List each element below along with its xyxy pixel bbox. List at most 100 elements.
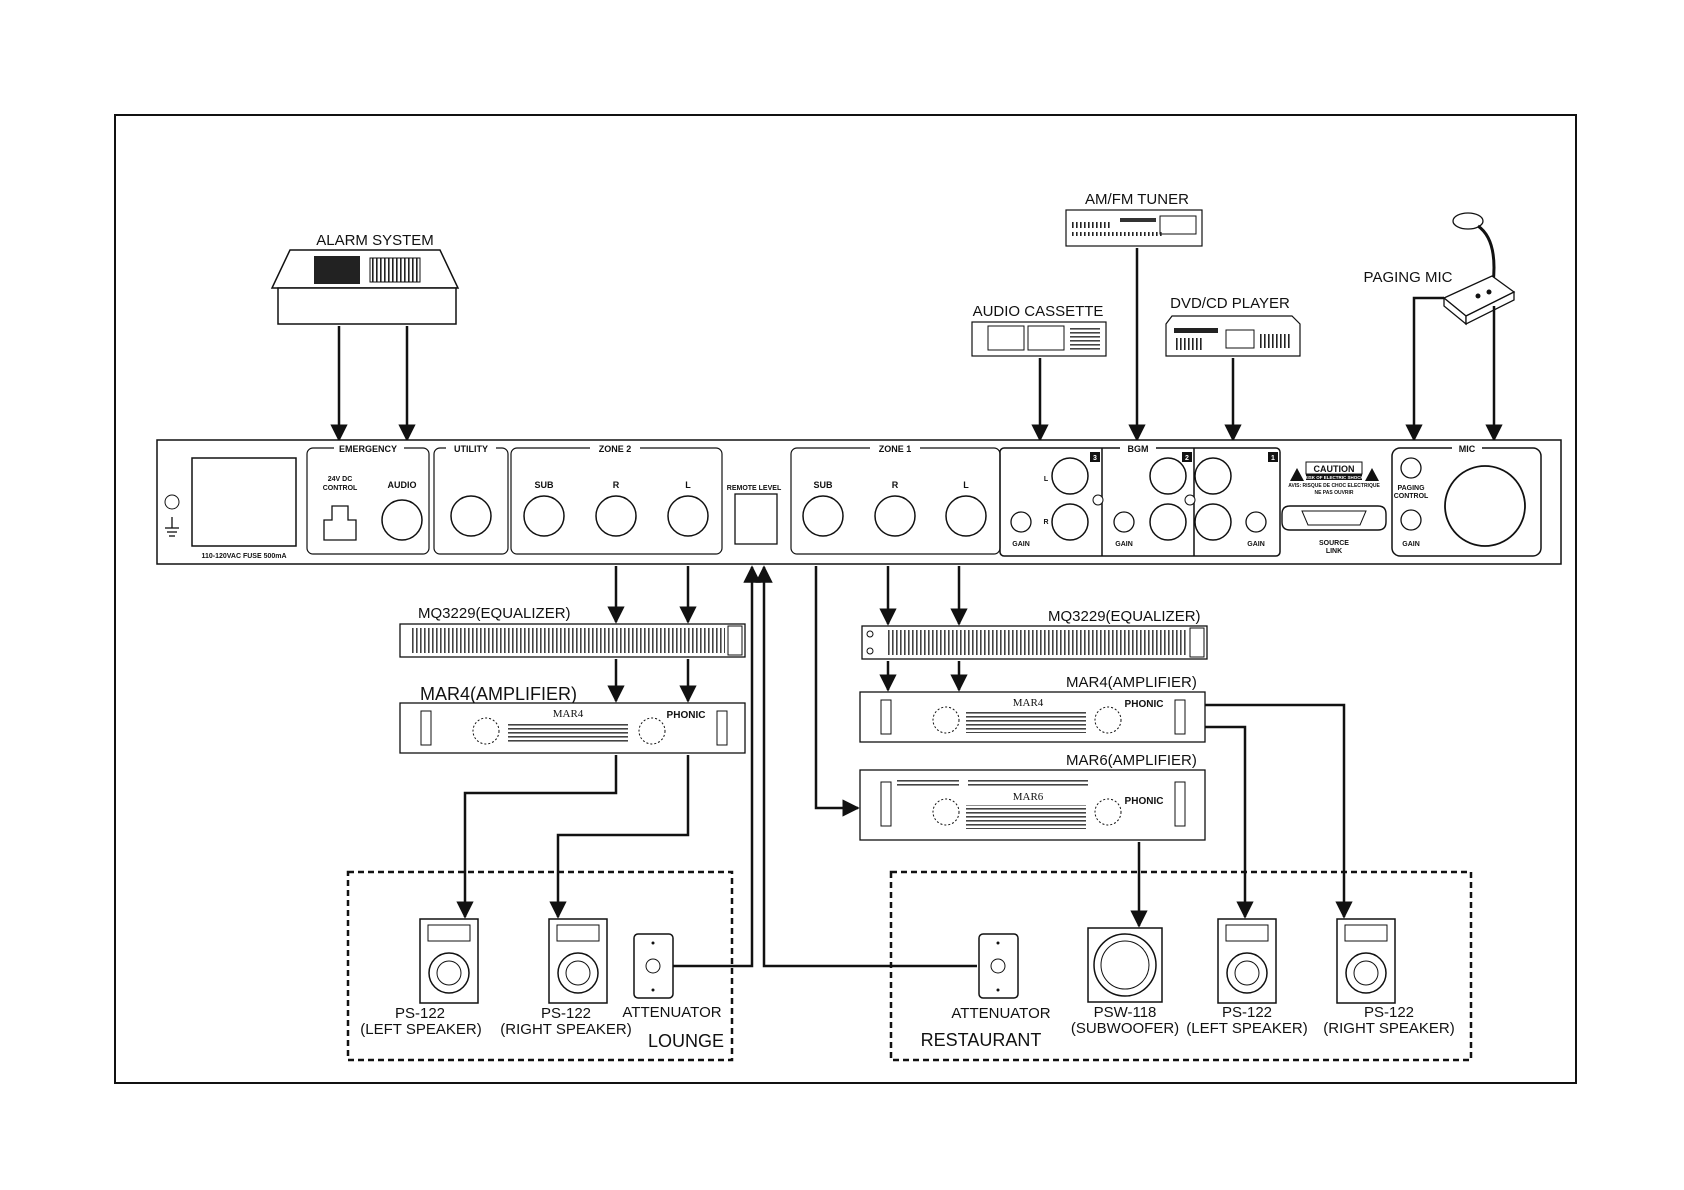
restaurant-right-speaker-model: PS-122 xyxy=(1364,1004,1414,1021)
restaurant-left-speaker-role: (LEFT SPEAKER) xyxy=(1186,1020,1307,1037)
mic-gain-label: GAIN xyxy=(1402,541,1420,548)
utility-jack[interactable] xyxy=(450,495,492,537)
mixer-rear-panel: 110-120VAC FUSE 500mA EMERGENCY 24V DC C… xyxy=(156,439,1562,565)
bgm-ch3-number: 3 xyxy=(1093,455,1097,462)
amp-left-brand: PHONIC xyxy=(667,710,706,721)
zone1-sub-jack[interactable] xyxy=(802,495,844,537)
paging-control-label-2: CONTROL xyxy=(1394,493,1429,500)
lounge-left-speaker-model: PS-122 xyxy=(395,1005,445,1022)
amp-left-face-label: MAR4 xyxy=(553,708,584,720)
caution-label: CAUTION xyxy=(1314,464,1355,474)
outer-frame xyxy=(114,114,1577,1084)
audio-cassette-label: AUDIO CASSETTE xyxy=(973,303,1104,320)
equalizer-right-label: MQ3229(EQUALIZER) xyxy=(1048,608,1201,625)
power-inlet[interactable] xyxy=(191,457,297,547)
restaurant-zone: RESTAURANT ATTENUATOR PSW-118 (SUBWOOFER… xyxy=(889,870,1473,1062)
lounge-left-speaker-role: (LEFT SPEAKER) xyxy=(360,1021,481,1038)
amp-right-mar6-label: MAR6(AMPLIFIER) xyxy=(1066,752,1197,769)
fuse-label: 110-120VAC FUSE 500mA xyxy=(201,553,286,560)
attenuator-knob-icon[interactable] xyxy=(645,958,661,974)
zone2-l-label: L xyxy=(685,480,691,490)
lounge-right-speaker: PS-122 (RIGHT SPEAKER) xyxy=(500,918,632,1038)
emergency-audio-label: AUDIO xyxy=(388,480,417,490)
amp-right-mar4-face-label: MAR4 xyxy=(1013,697,1044,709)
bgm-ch2-gain-label: GAIN xyxy=(1115,541,1133,548)
bgm-ch1-gain-knob[interactable] xyxy=(1245,511,1267,533)
warning-triangle-icon xyxy=(1290,468,1304,481)
source-link-label-2: LINK xyxy=(1326,548,1342,555)
amp-left: MAR4(AMPLIFIER) MAR4 PHONIC xyxy=(399,684,746,754)
zone1-sub-label: SUB xyxy=(813,480,833,490)
bgm-ch3-r-label: R xyxy=(1043,519,1048,526)
bgm-ch2-r-jack[interactable] xyxy=(1149,503,1187,541)
restaurant-sub-model: PSW-118 xyxy=(1094,1004,1157,1021)
bgm-ch2-number: 2 xyxy=(1185,455,1189,462)
dc-control-terminal[interactable] xyxy=(323,505,357,541)
ground-icon xyxy=(165,517,179,537)
lounge-right-speaker-role: (RIGHT SPEAKER) xyxy=(500,1021,631,1038)
alarm-system-label: ALARM SYSTEM xyxy=(316,232,434,249)
paging-control-terminal[interactable] xyxy=(1400,457,1422,479)
paging-control-label-1: PAGING xyxy=(1397,485,1425,492)
zone2-sub-jack[interactable] xyxy=(523,495,565,537)
bgm-ch1-number: 1 xyxy=(1271,455,1275,462)
caution-warning: CAUTION RISK OF ELECTRIC SHOCK AVIS: RIS… xyxy=(1288,461,1380,496)
restaurant-attenuator[interactable]: ATTENUATOR xyxy=(951,933,1051,1022)
source-link-label-1: SOURCE xyxy=(1319,540,1349,547)
dc-control-label-2: CONTROL xyxy=(323,485,358,492)
am-fm-tuner: AM/FM TUNER xyxy=(1065,191,1203,247)
bgm-ch3-gain-knob[interactable] xyxy=(1010,511,1032,533)
emergency-audio-jack[interactable] xyxy=(381,499,423,541)
zone1-r-jack[interactable] xyxy=(874,495,916,537)
restaurant-subwoofer: PSW-118 (SUBWOOFER) xyxy=(1071,927,1179,1037)
zone2-r-label: R xyxy=(613,480,620,490)
utility-label: UTILITY xyxy=(454,444,488,454)
mic-xlr-input[interactable] xyxy=(1444,465,1526,547)
bgm-ch3-gain-label: GAIN xyxy=(1012,541,1030,548)
bgm-ch3-l-jack[interactable] xyxy=(1051,457,1089,495)
remote-level-terminal[interactable] xyxy=(734,493,778,545)
zone2-l-jack[interactable] xyxy=(667,495,709,537)
source-link-connector[interactable] xyxy=(1281,505,1387,531)
dvd-cd-player-label: DVD/CD PLAYER xyxy=(1170,295,1290,312)
bgm-ch3-l-label: L xyxy=(1044,476,1049,483)
bgm-label: BGM xyxy=(1128,444,1149,454)
restaurant-label: RESTAURANT xyxy=(921,1030,1042,1050)
am-fm-tuner-label: AM/FM TUNER xyxy=(1085,191,1189,208)
microphone-icon xyxy=(1452,212,1484,230)
zone1-r-label: R xyxy=(892,480,899,490)
restaurant-left-speaker: PS-122 (LEFT SPEAKER) xyxy=(1186,918,1308,1037)
lounge-zone: LOUNGE PS-122 (LEFT SPEAKER) PS-122 (RIG… xyxy=(346,870,734,1062)
amp-right-mar6: MAR6(AMPLIFIER) MAR6 PHONIC xyxy=(859,752,1206,841)
equalizer-left-label: MQ3229(EQUALIZER) xyxy=(418,605,571,622)
bgm-ch2-gain-knob[interactable] xyxy=(1113,511,1135,533)
avis-label: AVIS: RISQUE DE CHOC ELECTRIQUE xyxy=(1288,483,1380,489)
caution-sub-label: RISK OF ELECTRIC SHOCK xyxy=(1304,475,1364,480)
remote-level-label: REMOTE LEVEL xyxy=(727,485,782,492)
attenuator-knob-icon[interactable] xyxy=(990,958,1006,974)
amp-left-label: MAR4(AMPLIFIER) xyxy=(420,684,577,704)
amp-right-mar6-brand: PHONIC xyxy=(1125,796,1164,807)
zone1-l-jack[interactable] xyxy=(945,495,987,537)
bgm-ch1-badge xyxy=(1268,452,1278,462)
output-wiring xyxy=(456,565,1353,968)
zone1-l-label: L xyxy=(963,480,969,490)
mic-gain-knob[interactable] xyxy=(1400,509,1422,531)
lounge-left-speaker: PS-122 (LEFT SPEAKER) xyxy=(360,918,482,1038)
lounge-right-speaker-model: PS-122 xyxy=(541,1005,591,1022)
bgm-ch3-r-jack[interactable] xyxy=(1051,503,1089,541)
bgm-ch1-gain-label: GAIN xyxy=(1247,541,1265,548)
bgm-ch1-l-jack[interactable] xyxy=(1194,457,1232,495)
bgm-ch2-l-jack[interactable] xyxy=(1149,457,1187,495)
dc-control-label-1: 24V DC xyxy=(328,476,353,483)
bgm-ch1-r-jack[interactable] xyxy=(1194,503,1232,541)
screw-icon xyxy=(164,494,180,510)
lounge-attenuator[interactable]: ATTENUATOR xyxy=(622,933,722,1021)
zone2-r-jack[interactable] xyxy=(595,495,637,537)
amp-right-mar6-face-label: MAR6 xyxy=(1013,791,1044,803)
emergency-label: EMERGENCY xyxy=(339,444,397,454)
source-wiring xyxy=(330,248,1503,442)
paging-mic-label: PAGING MIC xyxy=(1364,269,1453,286)
zone1-label: ZONE 1 xyxy=(879,444,912,454)
